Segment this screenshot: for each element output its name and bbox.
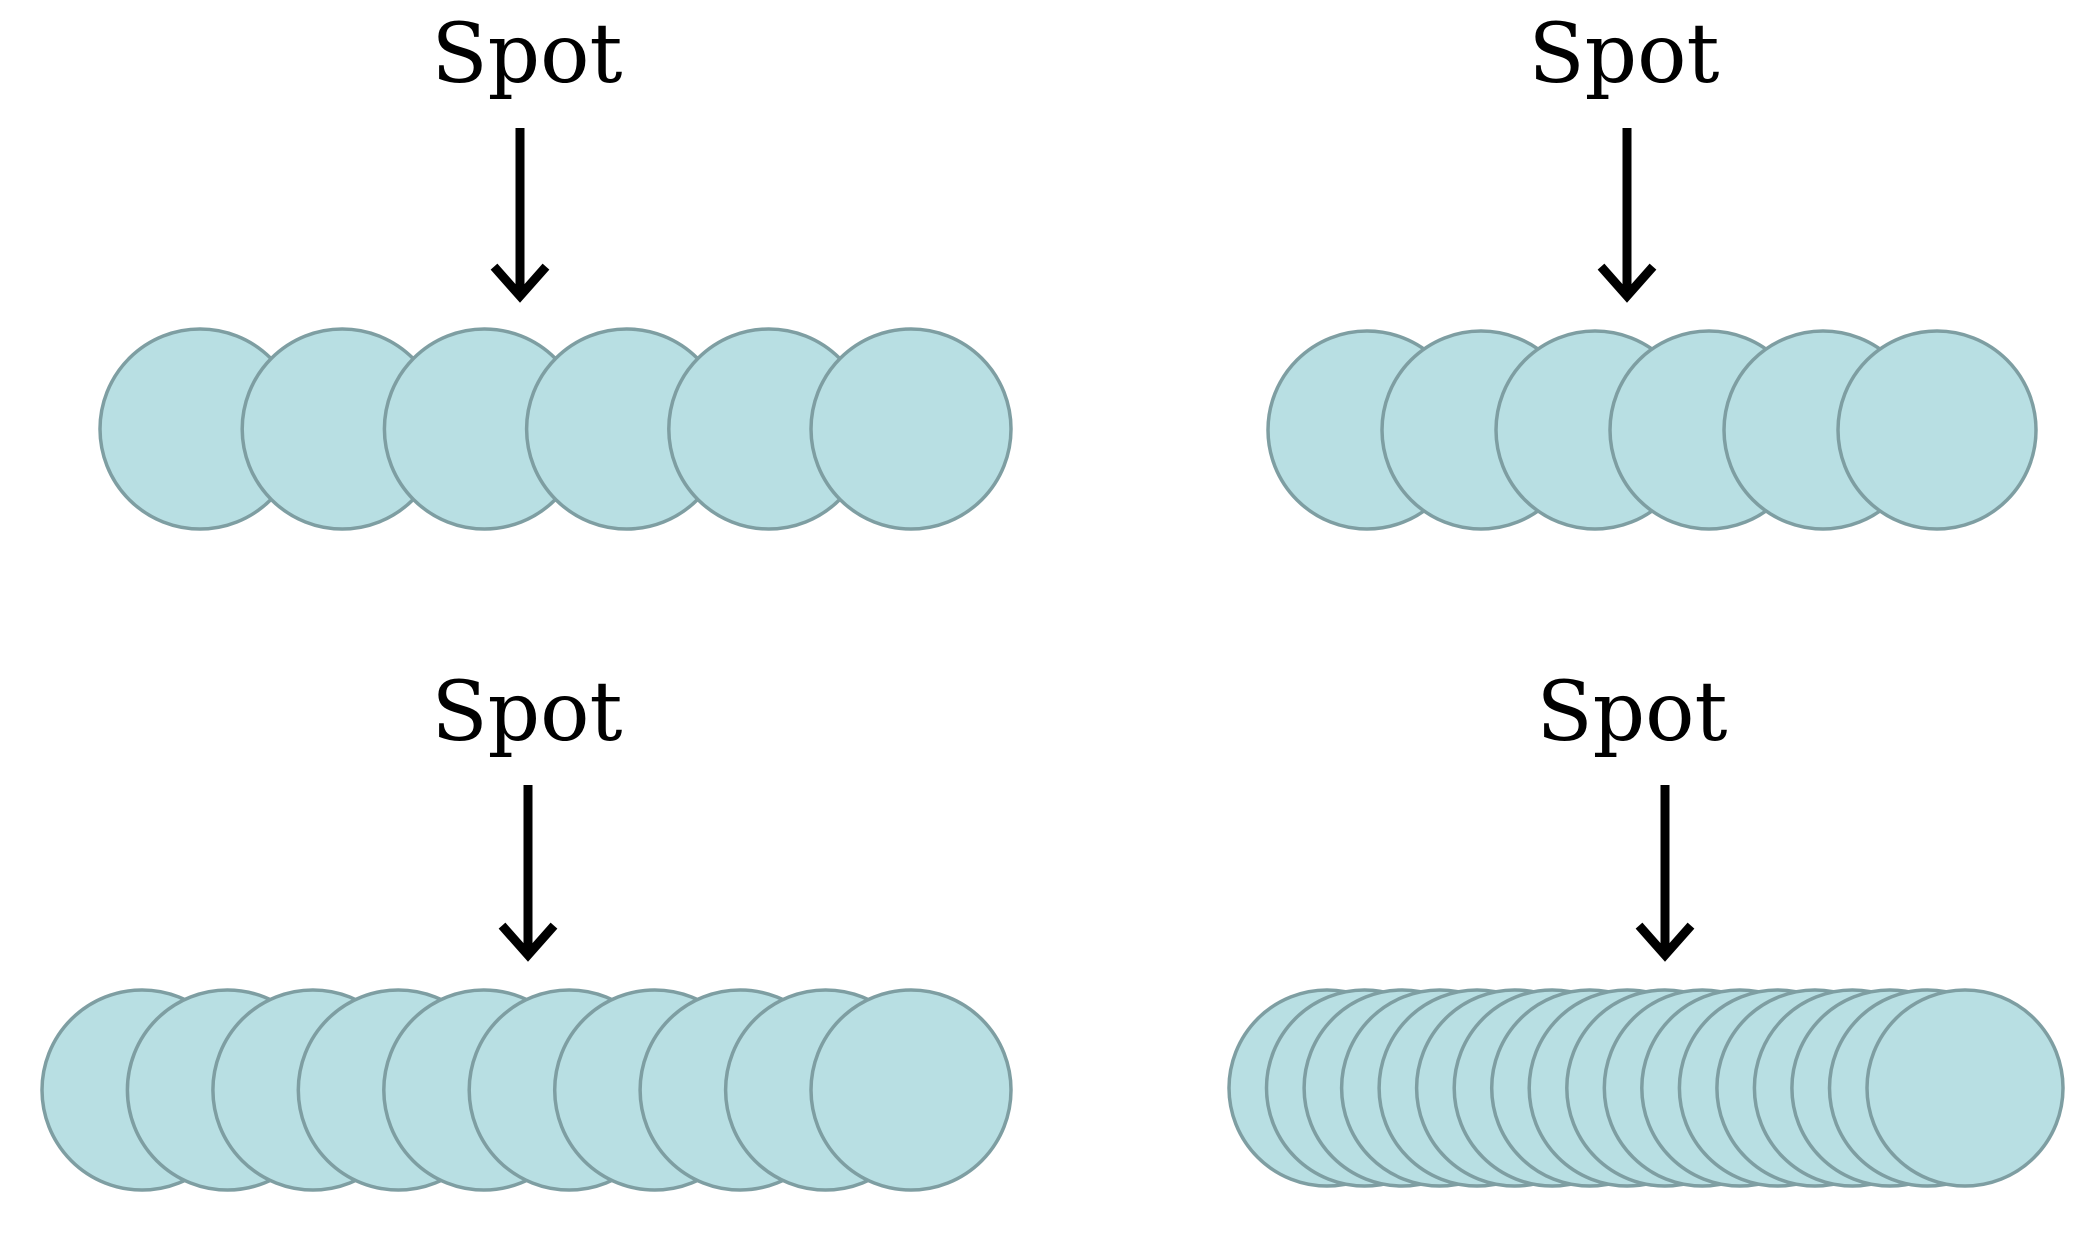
dot-row — [40, 988, 1013, 1192]
panel-top-left: Spot — [98, 7, 1013, 531]
spot-label: Spot — [1529, 7, 1720, 102]
dot — [1836, 329, 2038, 531]
panel-bottom-right: Spot — [1227, 665, 2065, 1188]
down-arrow-icon — [490, 128, 550, 303]
dot-row — [1227, 988, 2065, 1188]
spot-label: Spot — [1537, 665, 1728, 760]
down-arrow-icon — [1597, 128, 1657, 303]
down-arrow-icon — [1635, 785, 1695, 962]
down-arrow-icon — [498, 785, 558, 962]
panel-bottom-left: Spot — [40, 665, 1013, 1192]
dot — [1865, 988, 2065, 1188]
spot-label: Spot — [432, 665, 623, 760]
dot — [809, 988, 1013, 1192]
spot-label: Spot — [432, 7, 623, 102]
dot-row — [98, 327, 1013, 531]
panel-top-right: Spot — [1266, 7, 2038, 531]
dot — [809, 327, 1013, 531]
dot-row — [1266, 329, 2038, 531]
